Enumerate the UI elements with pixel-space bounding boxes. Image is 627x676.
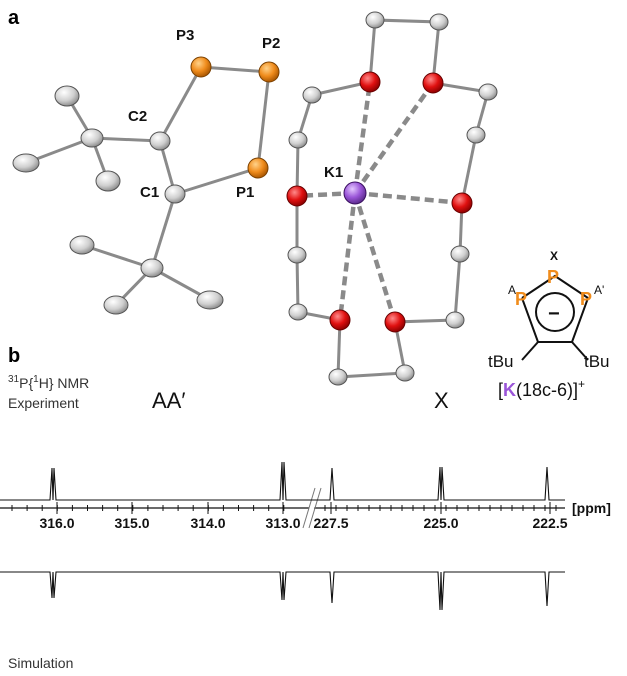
atom-label-p1: P1 — [236, 184, 254, 201]
scheme-p-top: P — [547, 267, 559, 287]
experiment-trace — [0, 461, 565, 501]
atom-label-c2: C2 — [128, 108, 147, 125]
tick-label: 222.5 — [532, 515, 567, 531]
simulation-spectrum — [0, 571, 565, 611]
scheme-label-a: A — [508, 283, 516, 297]
tick-label: 315.0 — [114, 515, 149, 531]
experiment-spectrum — [0, 461, 565, 501]
tick-label: 313.0 — [265, 515, 300, 531]
scheme-label-a-prime: A' — [594, 283, 604, 297]
tick-label: 225.0 — [423, 515, 458, 531]
panel-b-label: b — [8, 345, 20, 367]
tick-label: 314.0 — [190, 515, 225, 531]
lewis-scheme: X P A P P A' − tBu tBu [K(18c-6)]+ — [488, 249, 610, 400]
group-label-aa: AA′ — [152, 388, 185, 413]
axis-break — [302, 487, 321, 529]
panel-a-label: a — [8, 7, 20, 29]
atom-label-k1: K1 — [324, 164, 343, 181]
atom-label-p2: P2 — [262, 35, 280, 52]
scheme-tbu-right: tBu — [584, 352, 610, 371]
nmr-title: 31P{1H} NMR — [8, 374, 89, 391]
tick-label: 316.0 — [39, 515, 74, 531]
crown-ether-complex: K1 — [286, 11, 498, 386]
scheme-label-x: X — [550, 249, 558, 263]
scheme-cation: [K(18c-6)]+ — [498, 377, 585, 400]
simulation-trace — [0, 571, 565, 611]
scheme-p-left: P — [515, 289, 527, 309]
experiment-label: Experiment — [8, 395, 79, 411]
molecule-anion: P3 P2 P1 C2 C1 — [12, 27, 280, 315]
axis-unit-label: [ppm] — [572, 500, 611, 516]
scheme-tbu-left: tBu — [488, 352, 514, 371]
simulation-label: Simulation — [8, 655, 73, 671]
atom-label-c1: C1 — [140, 184, 159, 201]
scheme-charge: − — [548, 303, 560, 325]
nmr-axis: 316.0 315.0 314.0 313.0 227.5 225.0 222.… — [0, 487, 611, 531]
tick-label: 227.5 — [313, 515, 348, 531]
group-label-x: X — [434, 388, 449, 413]
scheme-p-right: P — [580, 289, 592, 309]
atom-label-p3: P3 — [176, 27, 194, 44]
